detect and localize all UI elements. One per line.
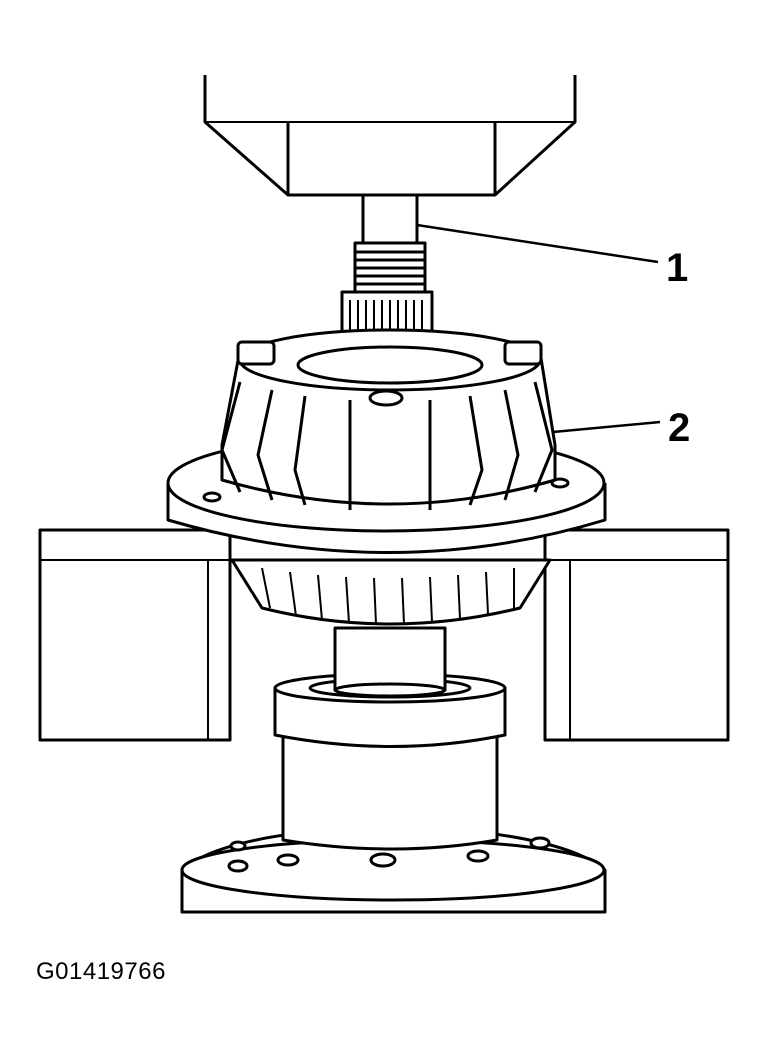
callout-label-1: 1 bbox=[666, 246, 689, 290]
carrier-stem bbox=[333, 626, 447, 698]
callout-leaders bbox=[416, 223, 661, 434]
differential-carrier bbox=[220, 328, 557, 510]
leader-2 bbox=[552, 420, 661, 434]
support-blocks bbox=[38, 528, 730, 742]
callout-label-2: 2 bbox=[668, 406, 691, 450]
leader-1 bbox=[416, 223, 659, 264]
base-fixture bbox=[180, 672, 607, 914]
ring-gear bbox=[230, 558, 552, 626]
press-ram bbox=[203, 75, 577, 197]
figure-id-label: G01419766 bbox=[36, 958, 166, 985]
